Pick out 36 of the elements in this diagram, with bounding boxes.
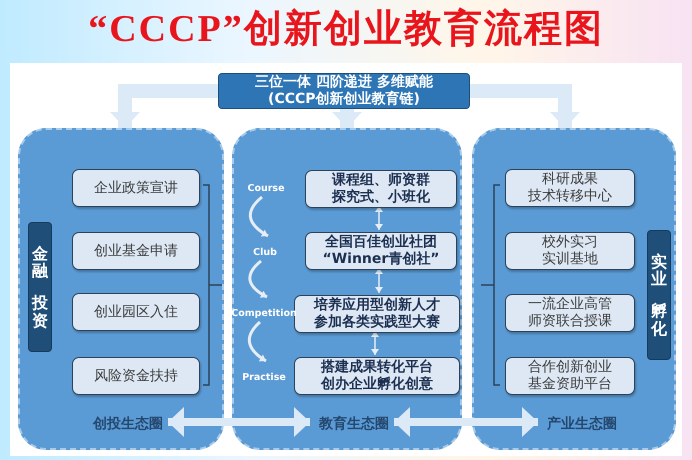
process-box: 企业政策宣讲 [72,169,200,207]
arrow [248,196,269,238]
ecosystem-panel [472,128,676,450]
process-box: 合作创新创业基金资助平台 [505,357,635,395]
block-arrow [394,407,538,437]
vertical-tag: 金融 投资 [28,222,52,352]
block-arrow [110,84,218,128]
ecosystem-label: 产业生态圈 [540,414,624,434]
arrow [371,331,379,355]
block-arrow [332,109,362,128]
arrow [248,260,268,298]
process-box: 全国百佳创业社团“Winner青创社” [305,232,457,270]
diagram-title: “CCCP”创新创业教育流程图 [87,6,605,52]
process-box: 创业基金申请 [72,232,200,270]
process-box: 创业园区入住 [72,293,200,331]
ecosystem-panel [18,128,224,450]
process-box: 一流企业高管师资联合授课 [505,294,635,332]
process-box: 风险资金扶持 [72,357,200,395]
ecosystem-panel [232,128,462,450]
process-box: 科研成果 技术转移中心 [505,169,635,207]
ecosystem-label: 教育生态圈 [312,414,396,434]
stage-label: Course [246,180,286,196]
arrow [248,320,267,362]
block-arrow [168,407,310,437]
heading-banner: 三位一体 四阶递进 多维赋能 (CCCP创新创业教育链) [218,73,470,109]
process-box: 课程组、师资群探究式、小班化 [305,170,457,208]
process-box: 校外实习实训基地 [505,232,635,270]
arrow [375,206,383,230]
arrow [375,268,383,293]
stage-label: Practise [242,369,286,385]
process-box: 培养应用型创新人才参加各类实践型大赛 [294,295,460,333]
process-box: 搭建成果转化平台创办企业孵化创意 [294,357,460,395]
stage-label: Club [250,244,280,260]
vertical-tag: 实业 孵化 [647,230,671,360]
block-arrow [470,84,580,128]
ecosystem-label: 创投生态圈 [86,414,170,434]
